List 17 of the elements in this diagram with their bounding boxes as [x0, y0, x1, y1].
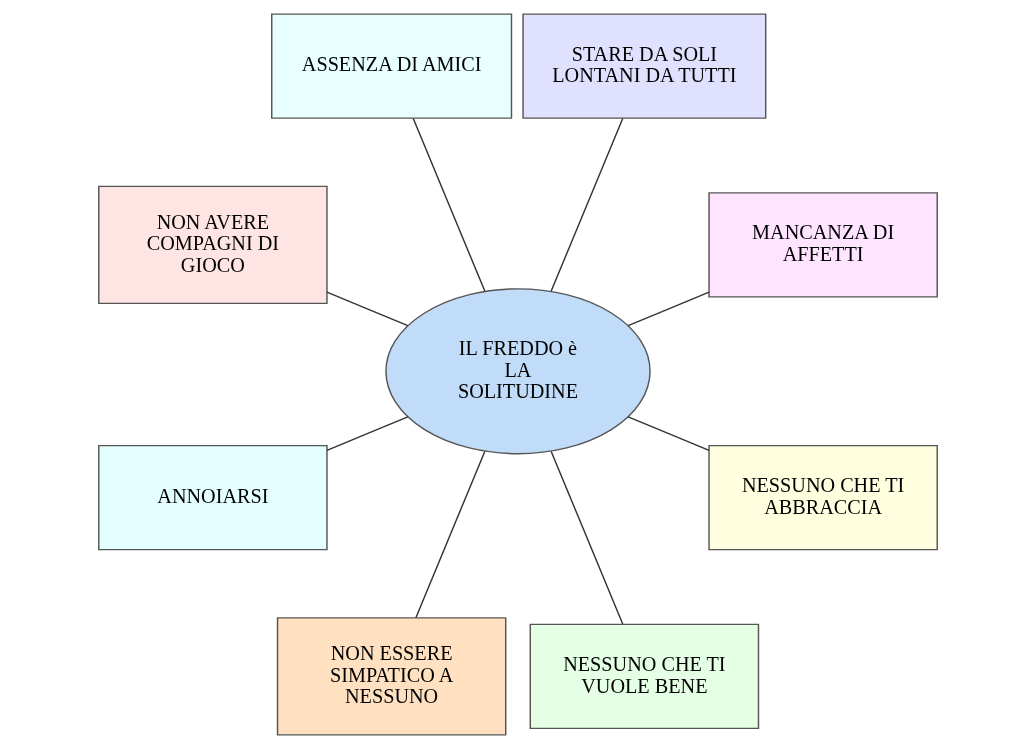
- connector: [325, 291, 409, 327]
- node-ellipse: IL FREDDO è LA SOLITUDINE: [384, 288, 651, 455]
- connector: [325, 416, 409, 452]
- connector: [412, 117, 485, 292]
- node-box: ANNOIARSI: [97, 444, 328, 551]
- node-box: MANCANZA DI AFFETTI: [707, 192, 938, 298]
- connector: [550, 117, 623, 292]
- node-box: NON ESSERE SIMPATICO A NESSUNO: [276, 617, 506, 736]
- node-box: STARE DA SOLI LONTANI DA TUTTI: [521, 13, 766, 119]
- node-box: ASSENZA DI AMICI: [270, 13, 512, 119]
- connector: [550, 450, 623, 625]
- connector: [414, 450, 485, 619]
- connector: [626, 416, 710, 452]
- connector: [626, 291, 710, 327]
- node-box: NON AVERE COMPAGNI DI GIOCO: [97, 185, 328, 305]
- node-box: NESSUNO CHE TI VUOLE BENE: [529, 623, 759, 730]
- node-box: NESSUNO CHE TI ABBRACCIA: [707, 444, 938, 551]
